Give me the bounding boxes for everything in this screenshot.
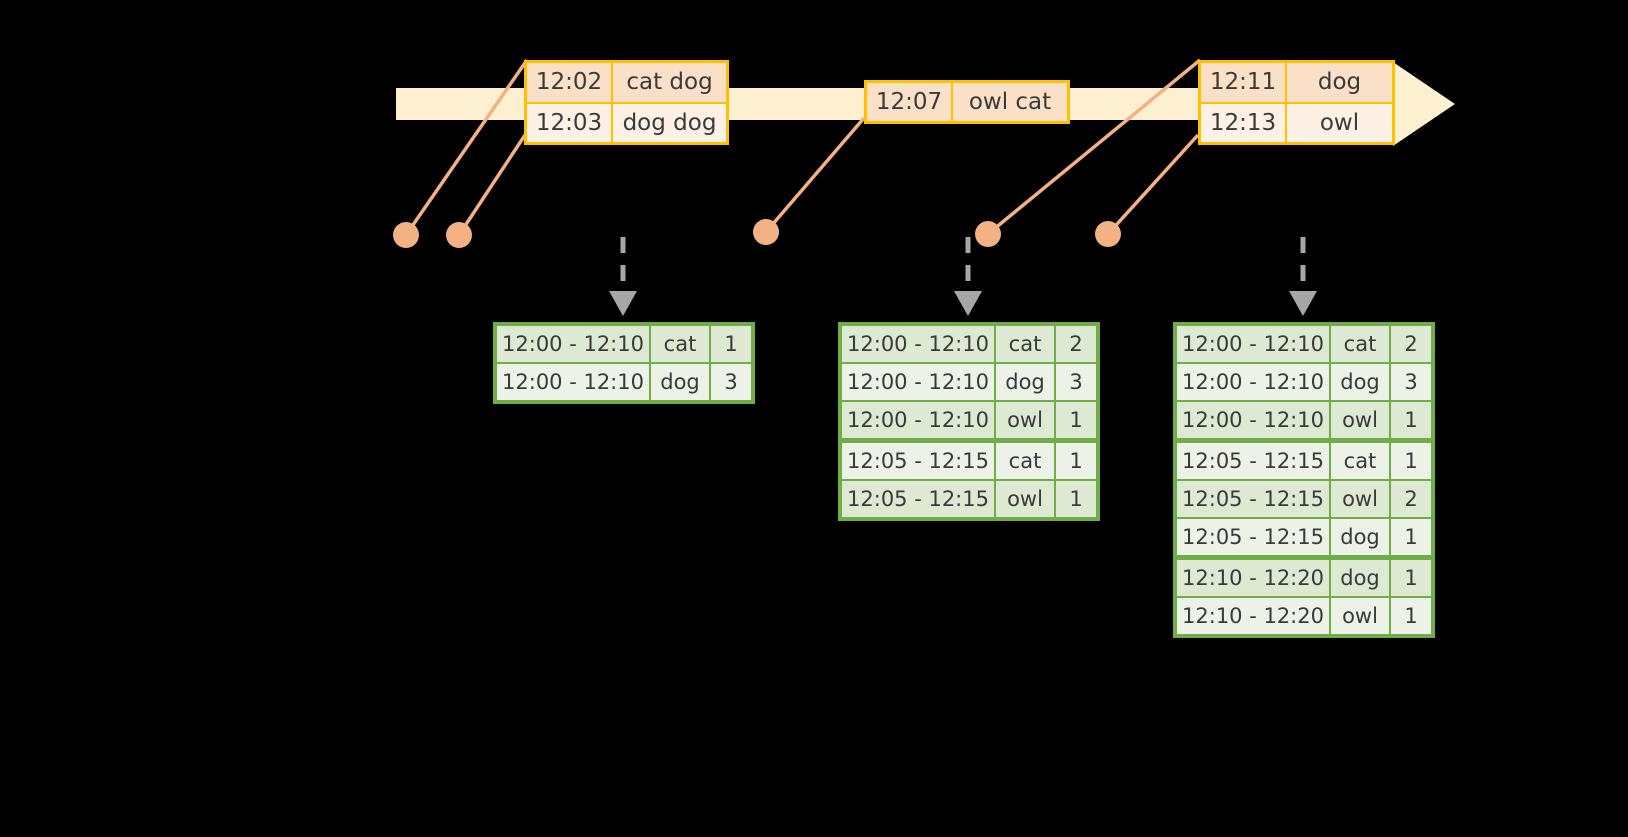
event-marker-5 [1095,221,1121,247]
cell-window: 12:00 - 12:10 [497,364,649,400]
cell-count: 3 [1056,364,1096,400]
cell-key: owl [1331,598,1389,634]
cell-window: 12:00 - 12:10 [1177,326,1329,362]
cell-key: cat [651,326,709,362]
arrow-head-2 [954,291,982,316]
cell-count: 3 [711,364,751,400]
cell-count: 1 [1056,443,1096,479]
cell-count: 2 [1391,481,1431,517]
cell-window: 12:05 - 12:15 [1177,443,1329,479]
cell-window: 12:00 - 12:10 [842,326,994,362]
connector-line-3 [764,116,866,234]
event-row[interactable]: 12:03 dog dog [527,101,726,142]
cell-window: 12:10 - 12:20 [1177,560,1329,596]
cell-key: owl [996,481,1054,517]
connector-line-2 [457,134,527,236]
cell-count: 2 [1391,326,1431,362]
event-time: 12:03 [527,103,613,142]
cell-key: owl [1331,481,1389,517]
cell-window: 12:05 - 12:15 [1177,481,1329,517]
dashed-arrow-heads [609,291,1317,316]
arrow-head-1 [609,291,637,316]
cell-window: 12:05 - 12:15 [842,443,994,479]
event-time: 12:02 [527,63,613,102]
cell-count: 1 [1056,481,1096,517]
event-box-2[interactable]: 12:07 owl cat [864,80,1070,124]
cell-window: 12:00 - 12:10 [842,402,994,438]
arrow-head-3 [1289,291,1317,316]
cell-key: cat [996,443,1054,479]
cell-key: owl [996,402,1054,438]
cell-window: 12:00 - 12:10 [1177,402,1329,438]
cell-count: 2 [1056,326,1096,362]
cell-count: 1 [1391,443,1431,479]
cell-count: 1 [1391,519,1431,555]
event-marker-1 [393,222,419,248]
event-payload: cat dog [613,63,726,102]
cell-key: dog [1331,519,1389,555]
cell-count: 1 [711,326,751,362]
cell-key: dog [996,364,1054,400]
cell-count: 1 [1056,402,1096,438]
event-time: 12:13 [1201,103,1287,142]
cell-window: 12:00 - 12:10 [1177,364,1329,400]
dashed-arrows [620,237,1306,292]
event-markers [393,219,1121,248]
cell-key: cat [996,326,1054,362]
connector-line-1 [404,59,529,236]
event-time: 12:07 [867,83,953,121]
event-row[interactable]: 12:07 owl cat [867,83,1067,121]
cell-count: 3 [1391,364,1431,400]
event-box-3[interactable]: 12:11 dog 12:13 owl [1198,60,1395,145]
cell-window: 12:10 - 12:20 [1177,598,1329,634]
event-marker-4 [975,221,1001,247]
cell-window: 12:05 - 12:15 [1177,519,1329,555]
event-payload: dog dog [613,103,726,142]
event-marker-2 [446,222,472,248]
cell-count: 1 [1391,598,1431,634]
event-marker-3 [753,219,779,245]
cell-key: dog [1331,560,1389,596]
cell-key: cat [1331,326,1389,362]
cell-window: 12:05 - 12:15 [842,481,994,517]
connector-line-5 [1106,133,1200,236]
cell-window: 12:00 - 12:10 [842,364,994,400]
event-payload: dog [1287,63,1392,102]
cell-key: dog [1331,364,1389,400]
event-payload: owl cat [953,83,1067,121]
cell-key: dog [651,364,709,400]
event-row[interactable]: 12:13 owl [1201,101,1392,142]
event-row[interactable]: 12:02 cat dog [527,63,726,102]
cell-window: 12:00 - 12:10 [497,326,649,362]
cell-key: owl [1331,402,1389,438]
cell-count: 1 [1391,402,1431,438]
event-time: 12:11 [1201,63,1287,102]
cell-count: 1 [1391,560,1431,596]
event-payload: owl [1287,103,1392,142]
event-row[interactable]: 12:11 dog [1201,63,1392,102]
event-box-1[interactable]: 12:02 cat dog 12:03 dog dog [524,60,729,145]
cell-key: cat [1331,443,1389,479]
